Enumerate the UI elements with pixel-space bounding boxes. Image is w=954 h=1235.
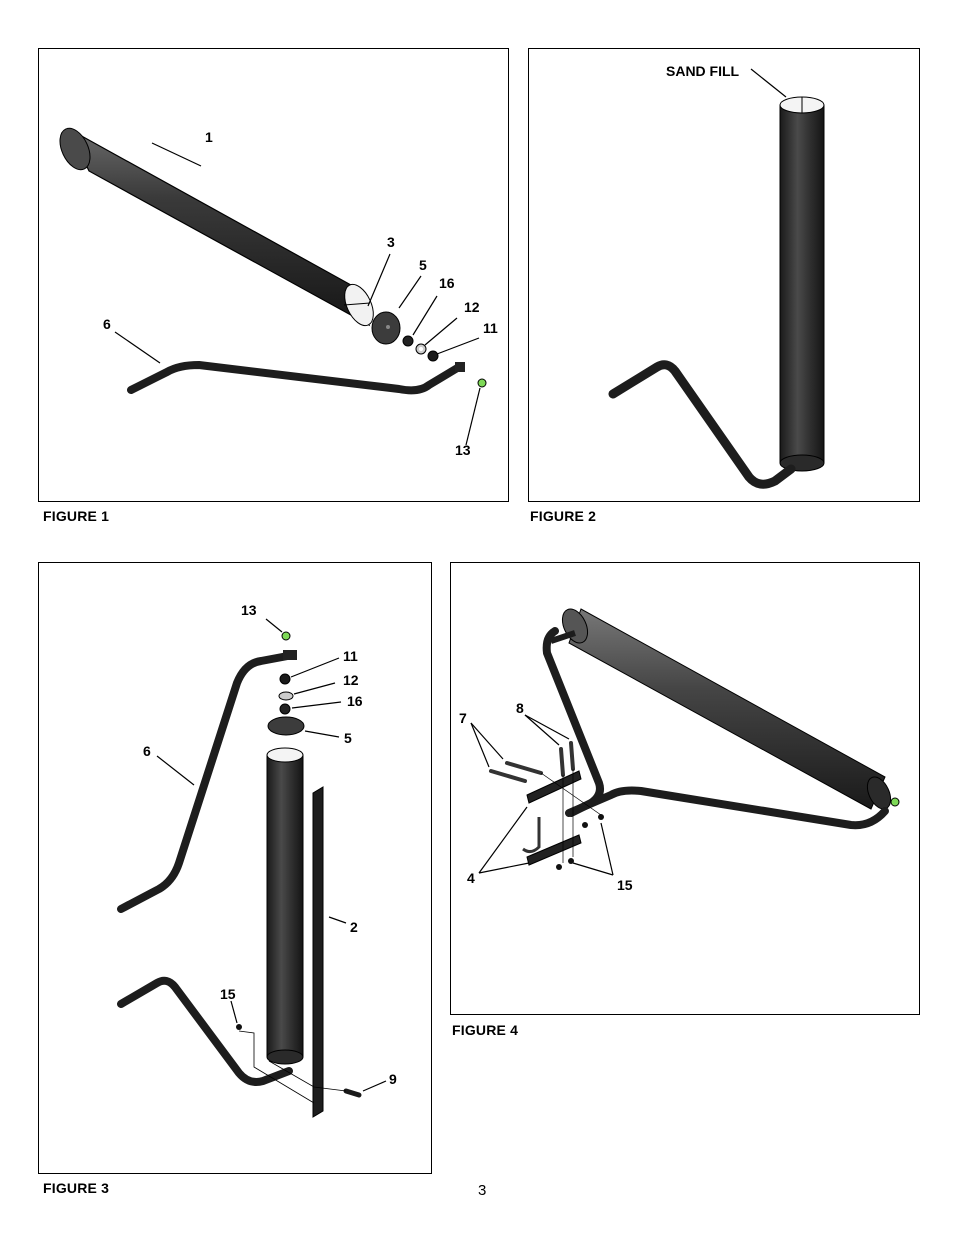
hitch-pin bbox=[522, 817, 541, 854]
lock-nut-d bbox=[598, 814, 604, 820]
figure-2-caption: FIGURE 2 bbox=[530, 508, 597, 524]
end-cap bbox=[371, 311, 401, 345]
frame-arm-right bbox=[565, 786, 889, 830]
roller-tube bbox=[59, 127, 374, 327]
lock-nut-a bbox=[556, 864, 562, 870]
callout-8: 8 bbox=[516, 700, 524, 716]
bolt bbox=[343, 1088, 362, 1098]
figure-4-panel: 7 8 4 15 bbox=[450, 562, 920, 1015]
lock-nut bbox=[236, 1024, 242, 1030]
nut bbox=[279, 673, 291, 685]
callout-12: 12 bbox=[343, 672, 359, 688]
bolt-8b bbox=[569, 741, 575, 771]
handle bbox=[127, 361, 463, 395]
handle-upper bbox=[117, 651, 297, 913]
bearing bbox=[402, 335, 414, 347]
lock-nut-b bbox=[568, 858, 574, 864]
callout-sand-fill: SAND FILL bbox=[666, 63, 740, 79]
bolt-7b bbox=[489, 769, 527, 783]
bolt-7a bbox=[505, 761, 543, 775]
cap-nut bbox=[890, 797, 900, 807]
figure-3-caption: FIGURE 3 bbox=[43, 1180, 110, 1196]
callout-6: 6 bbox=[143, 743, 151, 759]
bearing bbox=[279, 703, 291, 715]
roller-tube bbox=[561, 608, 892, 810]
bolt-8a bbox=[559, 747, 565, 777]
callout-7: 7 bbox=[459, 710, 467, 726]
figure-1-panel: 1 3 5 16 12 11 6 13 bbox=[38, 48, 509, 502]
upright-roller-tube bbox=[779, 96, 825, 472]
callout-12: 12 bbox=[464, 299, 480, 315]
lower-bracket bbox=[526, 834, 582, 866]
lock-nut-c bbox=[582, 822, 588, 828]
callout-16: 16 bbox=[347, 693, 363, 709]
figure-3-panel: 13 11 12 16 5 6 2 15 9 bbox=[38, 562, 432, 1174]
callout-13: 13 bbox=[241, 602, 257, 618]
callout-15: 15 bbox=[220, 986, 236, 1002]
callout-5: 5 bbox=[344, 730, 352, 746]
callout-6: 6 bbox=[103, 316, 111, 332]
callout-16: 16 bbox=[439, 275, 455, 291]
figure-3-drawing bbox=[117, 618, 387, 1118]
scraper-bar bbox=[312, 786, 324, 1118]
figure-2-panel: SAND FILL bbox=[528, 48, 920, 502]
callout-9: 9 bbox=[389, 1071, 397, 1087]
callout-5: 5 bbox=[419, 257, 427, 273]
callout-11: 11 bbox=[483, 320, 498, 336]
cap-nut bbox=[477, 378, 487, 388]
upper-bracket bbox=[526, 770, 582, 804]
figure-1-caption: FIGURE 1 bbox=[43, 508, 110, 524]
callout-2: 2 bbox=[350, 919, 358, 935]
upright-roller-tube bbox=[266, 747, 304, 1065]
handle-lower bbox=[117, 976, 293, 1086]
callout-15: 15 bbox=[617, 877, 633, 893]
nut bbox=[427, 350, 439, 362]
cap-nut bbox=[281, 631, 291, 641]
callout-3: 3 bbox=[387, 234, 395, 250]
upright-handle bbox=[608, 360, 796, 489]
washer bbox=[278, 691, 294, 701]
callout-4: 4 bbox=[467, 870, 475, 886]
callout-1: 1 bbox=[205, 129, 213, 145]
page-number: 3 bbox=[478, 1182, 487, 1199]
callout-13: 13 bbox=[455, 442, 471, 458]
figure-4-caption: FIGURE 4 bbox=[452, 1022, 519, 1038]
figure-4-drawing bbox=[470, 608, 900, 876]
end-cap bbox=[267, 716, 305, 736]
callout-11: 11 bbox=[343, 648, 358, 664]
figure-2-drawing bbox=[608, 68, 825, 489]
figure-1-drawing bbox=[59, 127, 487, 446]
